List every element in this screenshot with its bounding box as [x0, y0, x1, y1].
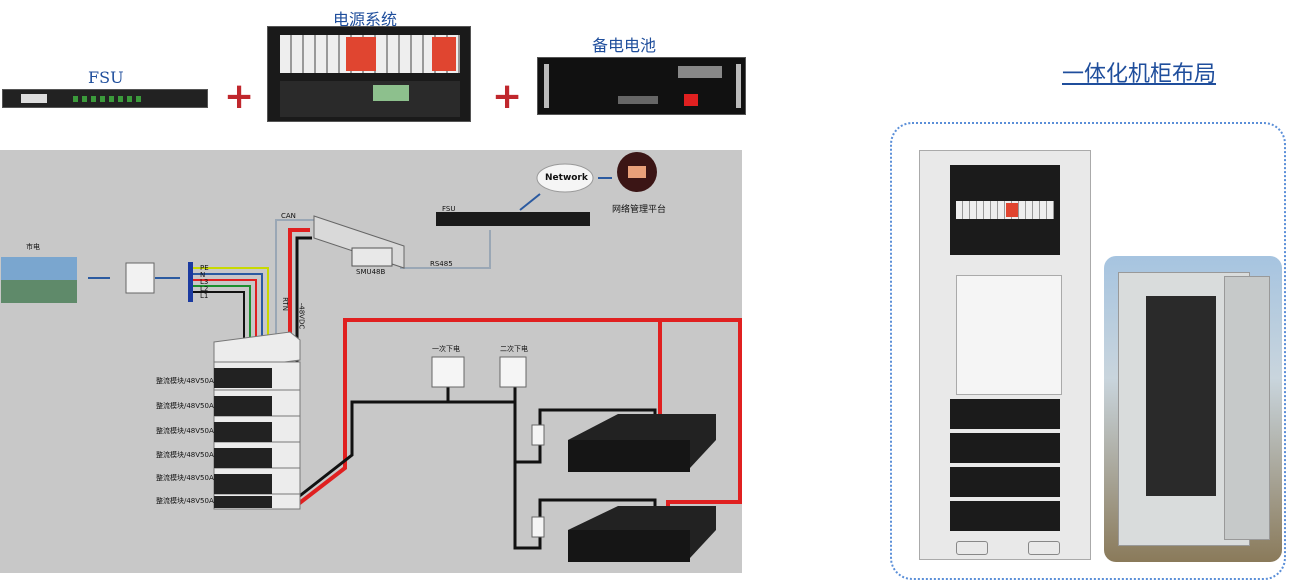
rectifier-label: 整流模块/48V50A [156, 402, 214, 410]
layout-title: 一体化机柜布局 [1062, 62, 1217, 87]
cabinet-frame [890, 122, 1286, 580]
wiring-diagram: 市电 PE N L3 L2 L1 CAN SMU48B RS485 RTN -4… [0, 150, 742, 573]
rectifier-label: 整流模块/48V50A [156, 497, 214, 505]
plus-icon: + [492, 76, 523, 117]
rectifier-label: 整流模块/48V50A [156, 451, 214, 459]
rectifier-label: 整流模块/48V50A [156, 474, 214, 482]
first-off-label: 一次下电 [432, 345, 460, 353]
phase-label: L2 [200, 285, 209, 293]
diagram-fsu-label: FSU [442, 205, 456, 213]
platform-label: 网络管理平台 [612, 205, 667, 215]
rectifier-label: 整流模块/48V50A [156, 377, 214, 385]
cabinet-photo [1104, 256, 1282, 562]
smu-label: SMU48B [356, 268, 386, 276]
can-label: CAN [281, 212, 296, 220]
fsu-device-image [2, 89, 208, 108]
battery-title: 备电电池 [592, 36, 657, 55]
power-system-title: 电源系统 [333, 10, 398, 29]
network-label: Network [545, 173, 588, 183]
second-off-label: 二次下电 [500, 345, 528, 353]
dc-label: -48VDC [297, 302, 306, 330]
rs485-label: RS485 [430, 260, 453, 268]
phase-label: N [200, 271, 206, 279]
phase-label: L3 [200, 278, 209, 286]
plus-icon: + [224, 76, 255, 117]
fsu-title: FSU [88, 68, 124, 87]
phase-label: L1 [200, 292, 209, 300]
mains-label: 市电 [26, 243, 40, 251]
phase-label: PE [200, 264, 209, 272]
rectifier-label: 整流模块/48V50A [156, 427, 214, 435]
power-system-image [267, 26, 471, 122]
rtn-label: RTN [280, 297, 289, 311]
cabinet-drawing [919, 150, 1091, 560]
battery-device-image [537, 57, 746, 115]
